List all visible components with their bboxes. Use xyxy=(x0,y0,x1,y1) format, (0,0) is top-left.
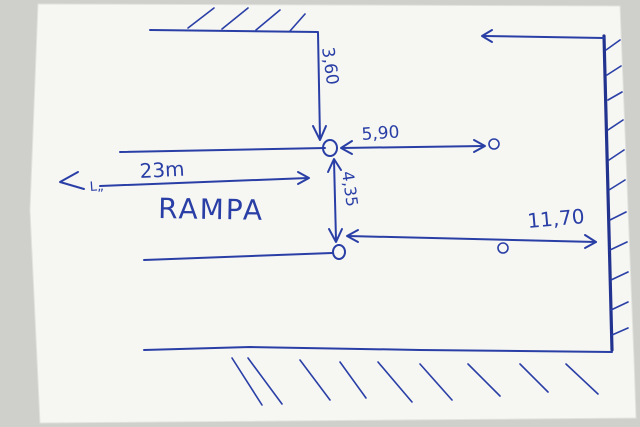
top-wall xyxy=(149,7,319,33)
left-marker-label: L„ xyxy=(89,179,104,195)
dim-upper-right-label: 5,90 xyxy=(361,122,400,145)
left-marker-l xyxy=(59,171,85,190)
upper-column-circle xyxy=(322,139,338,157)
dim-upper-right-arrow xyxy=(340,138,500,155)
ramp-label: RAMPA xyxy=(158,192,264,227)
lower-column-circle xyxy=(332,244,346,260)
dim-vertical-arrow xyxy=(327,158,343,243)
bottom-wall xyxy=(143,346,613,406)
ramp-length-arrow xyxy=(99,171,310,187)
dim-vertical-label: 4,35 xyxy=(338,170,362,208)
right-wall xyxy=(602,34,629,352)
dim-lower-right-arrow xyxy=(346,229,597,254)
ramp-length-label: 23m xyxy=(139,157,185,183)
dim-lower-right-label: 11,70 xyxy=(526,204,585,233)
top-right-line xyxy=(483,35,605,39)
paper-sheet xyxy=(29,3,637,424)
top-right-arrowhead xyxy=(481,29,493,43)
dim-top-arrow xyxy=(312,32,327,141)
ramp-lines xyxy=(119,147,333,261)
